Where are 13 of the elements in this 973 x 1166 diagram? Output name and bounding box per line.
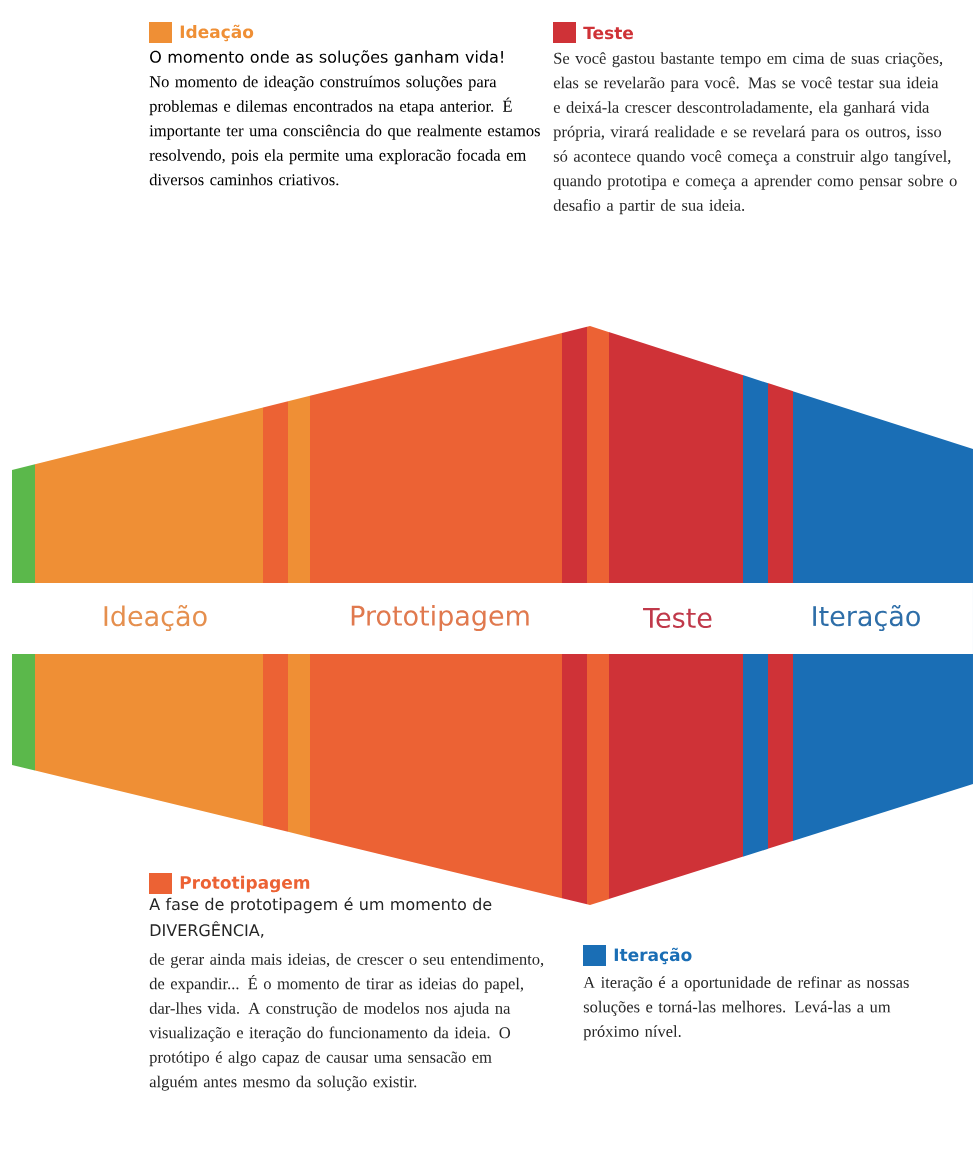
paragraph: de gerar ainda mais ideias, de crescer o seu entendimento, de expandir... É o momento de tirar as ideias do papel, dar-lhes vida. A construção de modelos nos ajuda na visualização e iteração do funcionamento da ideia. O protótipo é algo capaz de causar uma sensacão em alguém antes mesmo da solução existir.	[149, 953, 544, 1091]
heading: Ideação	[180, 24, 254, 42]
phase-label: Iteração	[813, 604, 920, 632]
paragraph: A fase de prototipagem é um momento de DIVERGÊNCIA,	[149, 897, 492, 938]
phase-label: Ideação	[104, 604, 207, 632]
heading: Prototipagem	[180, 875, 310, 893]
phase-label: Teste	[643, 607, 712, 629]
paragraph: O momento onde as soluções ganham vida! No momento de ideação construímos soluções para problemas e dilemas encontrados na etapa anterior. É importante ter uma consciência do que realmente estamos resolvendo, pois ela permite uma exploracão focada em diversos caminhos criativos.	[149, 50, 540, 186]
heading: Iteração	[614, 947, 692, 965]
paragraph: A iteração é a oportunidade de refinar as nossas soluções e torná-las melhores. Levá-las a um próximo nível.	[583, 976, 909, 1041]
paragraph: Se você gastou bastante tempo em cima de suas criações, elas se revelarão para você. Mas se você testar sua ideia e deixá-la crescer descontroladamente, ela ganhará vida própria, virará realidade e se revelará para os outros, isso só acontece quando você começa a construir algo tangível, quando prototipa e começa a aprender como pensar sobre o desafio a partir de sua ideia.	[553, 52, 957, 215]
heading: Teste	[583, 26, 634, 40]
phase-label: Prototipagem	[351, 604, 529, 632]
